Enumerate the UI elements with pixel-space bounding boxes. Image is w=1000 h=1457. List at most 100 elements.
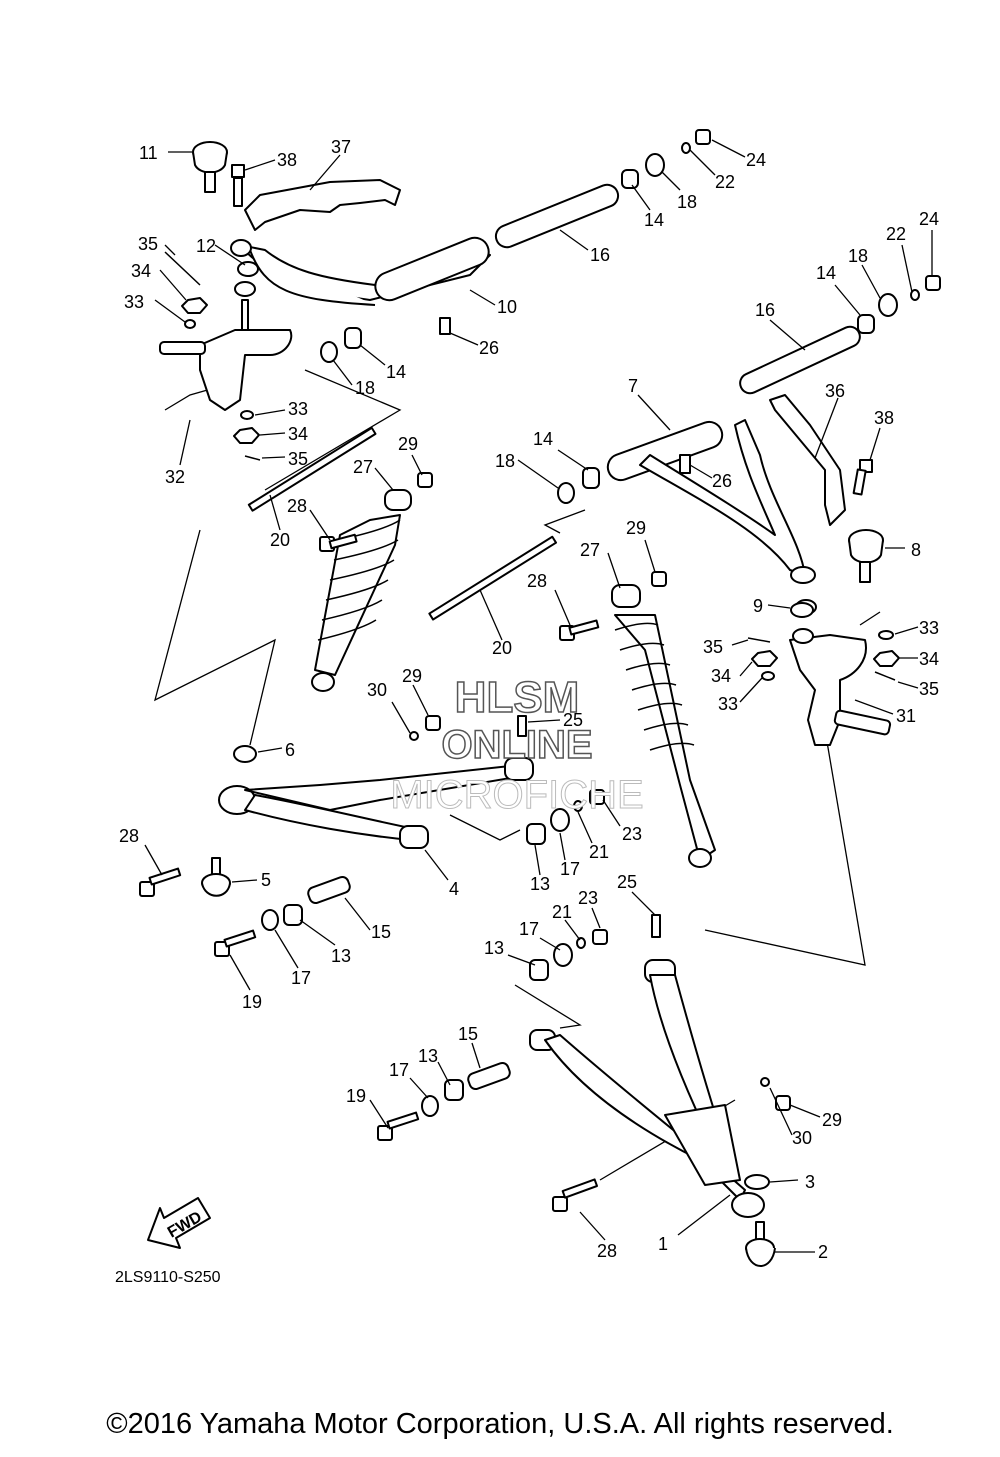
bolt-38-left — [231, 164, 245, 207]
shock-right — [611, 584, 716, 868]
callout-35: 35 — [703, 637, 723, 657]
callout-numbers: 11 38 37 24 22 18 14 35 12 34 33 16 10 2… — [119, 137, 939, 1262]
callout-24: 24 — [746, 150, 766, 170]
callout-36: 36 — [825, 381, 845, 401]
callout-31: 31 — [896, 706, 916, 726]
bolt-20-right — [428, 535, 558, 621]
callout-5: 5 — [261, 870, 271, 890]
callout-25: 25 — [617, 872, 637, 892]
callout-27: 27 — [353, 457, 373, 477]
watermark-line1: HLSM — [455, 673, 580, 722]
callout-34: 34 — [919, 649, 939, 669]
callout-9: 9 — [753, 596, 763, 616]
callout-29: 29 — [822, 1110, 842, 1130]
callout-20: 20 — [492, 638, 512, 658]
callout-14: 14 — [533, 429, 553, 449]
callout-17: 17 — [560, 859, 580, 879]
callout-23: 23 — [578, 888, 598, 908]
lower-arm-left — [218, 757, 534, 849]
callout-33: 33 — [124, 292, 144, 312]
callout-28: 28 — [527, 571, 547, 591]
callout-21: 21 — [552, 902, 572, 922]
ball-joint-5 — [201, 857, 231, 897]
callout-8: 8 — [911, 540, 921, 560]
callout-25: 25 — [563, 710, 583, 730]
callout-18: 18 — [495, 451, 515, 471]
callout-18: 18 — [355, 378, 375, 398]
callout-34: 34 — [131, 261, 151, 281]
callout-10: 10 — [497, 297, 517, 317]
callout-33: 33 — [718, 694, 738, 714]
callout-33: 33 — [919, 618, 939, 638]
callout-35: 35 — [138, 234, 158, 254]
bolt-20-left — [247, 426, 377, 512]
callout-28: 28 — [287, 496, 307, 516]
shock-left — [311, 489, 412, 692]
callout-15: 15 — [458, 1024, 478, 1044]
callout-17: 17 — [519, 919, 539, 939]
callout-14: 14 — [386, 362, 406, 382]
callout-19: 19 — [242, 992, 262, 1012]
callout-34: 34 — [288, 424, 308, 444]
callout-23: 23 — [622, 824, 642, 844]
callout-22: 22 — [886, 224, 906, 244]
callout-28: 28 — [597, 1241, 617, 1261]
callout-12: 12 — [196, 236, 216, 256]
callout-28: 28 — [119, 826, 139, 846]
callout-26: 26 — [479, 338, 499, 358]
callout-18: 18 — [677, 192, 697, 212]
callout-19: 19 — [346, 1086, 366, 1106]
callout-38: 38 — [277, 150, 297, 170]
callout-13: 13 — [530, 874, 550, 894]
callout-13: 13 — [484, 938, 504, 958]
callout-35: 35 — [919, 679, 939, 699]
guide-lines — [154, 369, 881, 1181]
callout-6: 6 — [285, 740, 295, 760]
callout-3: 3 — [805, 1172, 815, 1192]
callout-34: 34 — [711, 666, 731, 686]
callout-38: 38 — [874, 408, 894, 428]
callout-35: 35 — [288, 449, 308, 469]
callout-14: 14 — [816, 263, 836, 283]
callout-33: 33 — [288, 399, 308, 419]
callout-16: 16 — [590, 245, 610, 265]
callout-30: 30 — [792, 1128, 812, 1148]
ball-joint-2 — [745, 1221, 776, 1267]
fwd-arrow: FWD — [147, 1197, 211, 1249]
callout-24: 24 — [919, 209, 939, 229]
ball-joint-upper-left — [192, 141, 228, 193]
callout-leaders — [144, 139, 933, 1253]
callout-27: 27 — [580, 540, 600, 560]
callout-16: 16 — [755, 300, 775, 320]
figure-code: 2LS9110-S250 — [115, 1269, 221, 1286]
callout-32: 32 — [165, 467, 185, 487]
watermark: HLSM ONLINE MICROFICHE — [390, 672, 644, 817]
callout-17: 17 — [291, 968, 311, 988]
callout-4: 4 — [449, 879, 459, 899]
copyright-footer: ©2016 Yamaha Motor Corporation, U.S.A. A… — [106, 1408, 894, 1440]
ball-joint-upper-right — [848, 529, 884, 583]
upper-arm-left — [230, 179, 620, 335]
callout-29: 29 — [402, 666, 422, 686]
callout-2: 2 — [818, 1242, 828, 1262]
callout-13: 13 — [418, 1046, 438, 1066]
callout-20: 20 — [270, 530, 290, 550]
callout-29: 29 — [398, 434, 418, 454]
lower-arm-right — [529, 959, 765, 1218]
callout-15: 15 — [371, 922, 391, 942]
callout-18: 18 — [848, 246, 868, 266]
callout-26: 26 — [712, 471, 732, 491]
callout-17: 17 — [389, 1060, 409, 1080]
callout-13: 13 — [331, 946, 351, 966]
small-parts — [139, 129, 941, 1212]
knuckle-right — [789, 628, 892, 746]
upper-arm-right — [606, 325, 861, 584]
callout-21: 21 — [589, 842, 609, 862]
knuckle-left — [159, 281, 293, 411]
bolt-38-right — [852, 459, 873, 496]
callout-1: 1 — [658, 1234, 668, 1254]
callout-30: 30 — [367, 680, 387, 700]
callout-14: 14 — [644, 210, 664, 230]
callout-7: 7 — [628, 376, 638, 396]
